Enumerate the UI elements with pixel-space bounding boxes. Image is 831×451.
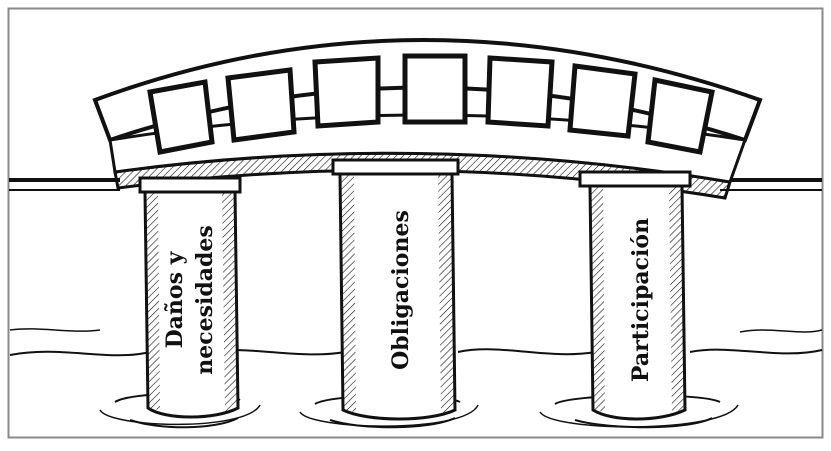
pillar-center (338, 172, 457, 421)
pillar-label-center-line1: Obligaciones (388, 210, 414, 370)
pillar-label-right: Participación (628, 218, 654, 382)
pillar-right (588, 184, 687, 421)
river-bank-lines (9, 178, 822, 191)
pillar-label-left-line2: necesidades (192, 225, 218, 375)
bridge-windows (147, 53, 715, 155)
pillar-label-left-line1: Daños y (162, 250, 188, 348)
pillar-label-right-line1: Participación (628, 218, 654, 382)
pillar-label-left: Daños y necesidades (162, 225, 218, 375)
water-lines (9, 328, 823, 429)
pillar-left (143, 190, 240, 419)
pillar-label-center: Obligaciones (388, 210, 414, 370)
